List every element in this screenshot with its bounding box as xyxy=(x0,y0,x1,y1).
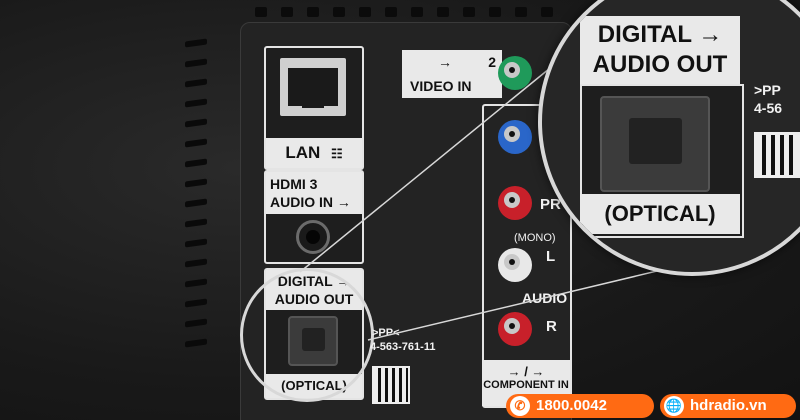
zoom-part-number: 4-56 xyxy=(754,100,783,116)
part-number: 4-563-761-11 xyxy=(370,341,436,353)
globe-icon: 🌐 xyxy=(664,396,684,416)
r-label: R xyxy=(546,318,557,335)
zoom-output-arrow-icon: → xyxy=(698,21,723,48)
rca-red-pr xyxy=(498,186,532,220)
zoom-magnifier: DIGITAL → AUDIO OUT (OPTICAL) >PP 4-56 xyxy=(538,0,800,276)
l-label: L xyxy=(546,248,556,265)
hdmi-audio-label-line1: HDMI 3 xyxy=(270,176,318,192)
zoom-part-prefix: >PP xyxy=(754,82,781,98)
zoom-digital-line2: AUDIO OUT xyxy=(592,51,728,78)
lan-port-frame: LAN ☷ xyxy=(264,46,364,170)
audio-in-jack xyxy=(296,220,330,254)
top-vents xyxy=(255,4,585,18)
zoom-qr-code xyxy=(754,132,800,178)
zoom-optical-label: (OPTICAL) xyxy=(604,201,716,226)
input-arrow-icon: → xyxy=(336,194,351,210)
video-in-label: VIDEO IN xyxy=(410,78,472,94)
video-input-icon: → xyxy=(438,54,452,70)
lan-label: LAN xyxy=(285,143,321,162)
lan-port xyxy=(280,58,346,116)
qr-code xyxy=(372,366,410,404)
zoom-optical-label-box: (OPTICAL) xyxy=(580,194,740,234)
part-prefix: >PP< xyxy=(372,327,400,339)
video-number: 2 xyxy=(488,54,496,70)
website-badge[interactable]: 🌐 hdradio.vn xyxy=(660,394,796,418)
highlight-circle xyxy=(240,268,374,402)
component-label: COMPONENT IN xyxy=(483,379,569,391)
rca-green xyxy=(498,56,532,90)
hdmi-audio-label-line2: AUDIO IN xyxy=(270,194,333,210)
phone-number: 1800.0042 xyxy=(536,397,607,414)
mono-label: (MONO) xyxy=(514,232,556,244)
zoom-digital-line1: DIGITAL xyxy=(597,21,692,48)
phone-badge[interactable]: ✆ 1800.0042 xyxy=(506,394,654,418)
zoom-digital-label-box: DIGITAL → AUDIO OUT xyxy=(580,16,740,88)
audio-label: AUDIO xyxy=(522,290,568,306)
video-in-label-box: → 2 VIDEO IN xyxy=(402,50,502,98)
hdmi-audio-in-frame: HDMI 3 AUDIO IN → xyxy=(264,170,364,264)
network-icon: ☷ xyxy=(331,146,343,161)
rca-blue xyxy=(498,120,532,154)
lan-label-box: LAN ☷ xyxy=(266,138,362,168)
contact-footer: ✆ 1800.0042 🌐 hdradio.vn xyxy=(500,392,800,420)
rca-white-l xyxy=(498,248,532,282)
side-vents xyxy=(185,38,213,360)
hdmi-audio-label-box: HDMI 3 AUDIO IN → xyxy=(266,172,362,214)
website-text: hdradio.vn xyxy=(690,397,767,414)
zoom-optical-port xyxy=(600,96,710,192)
phone-icon: ✆ xyxy=(510,396,530,416)
component-input-icon: → / → xyxy=(507,364,545,379)
rca-red-r xyxy=(498,312,532,346)
